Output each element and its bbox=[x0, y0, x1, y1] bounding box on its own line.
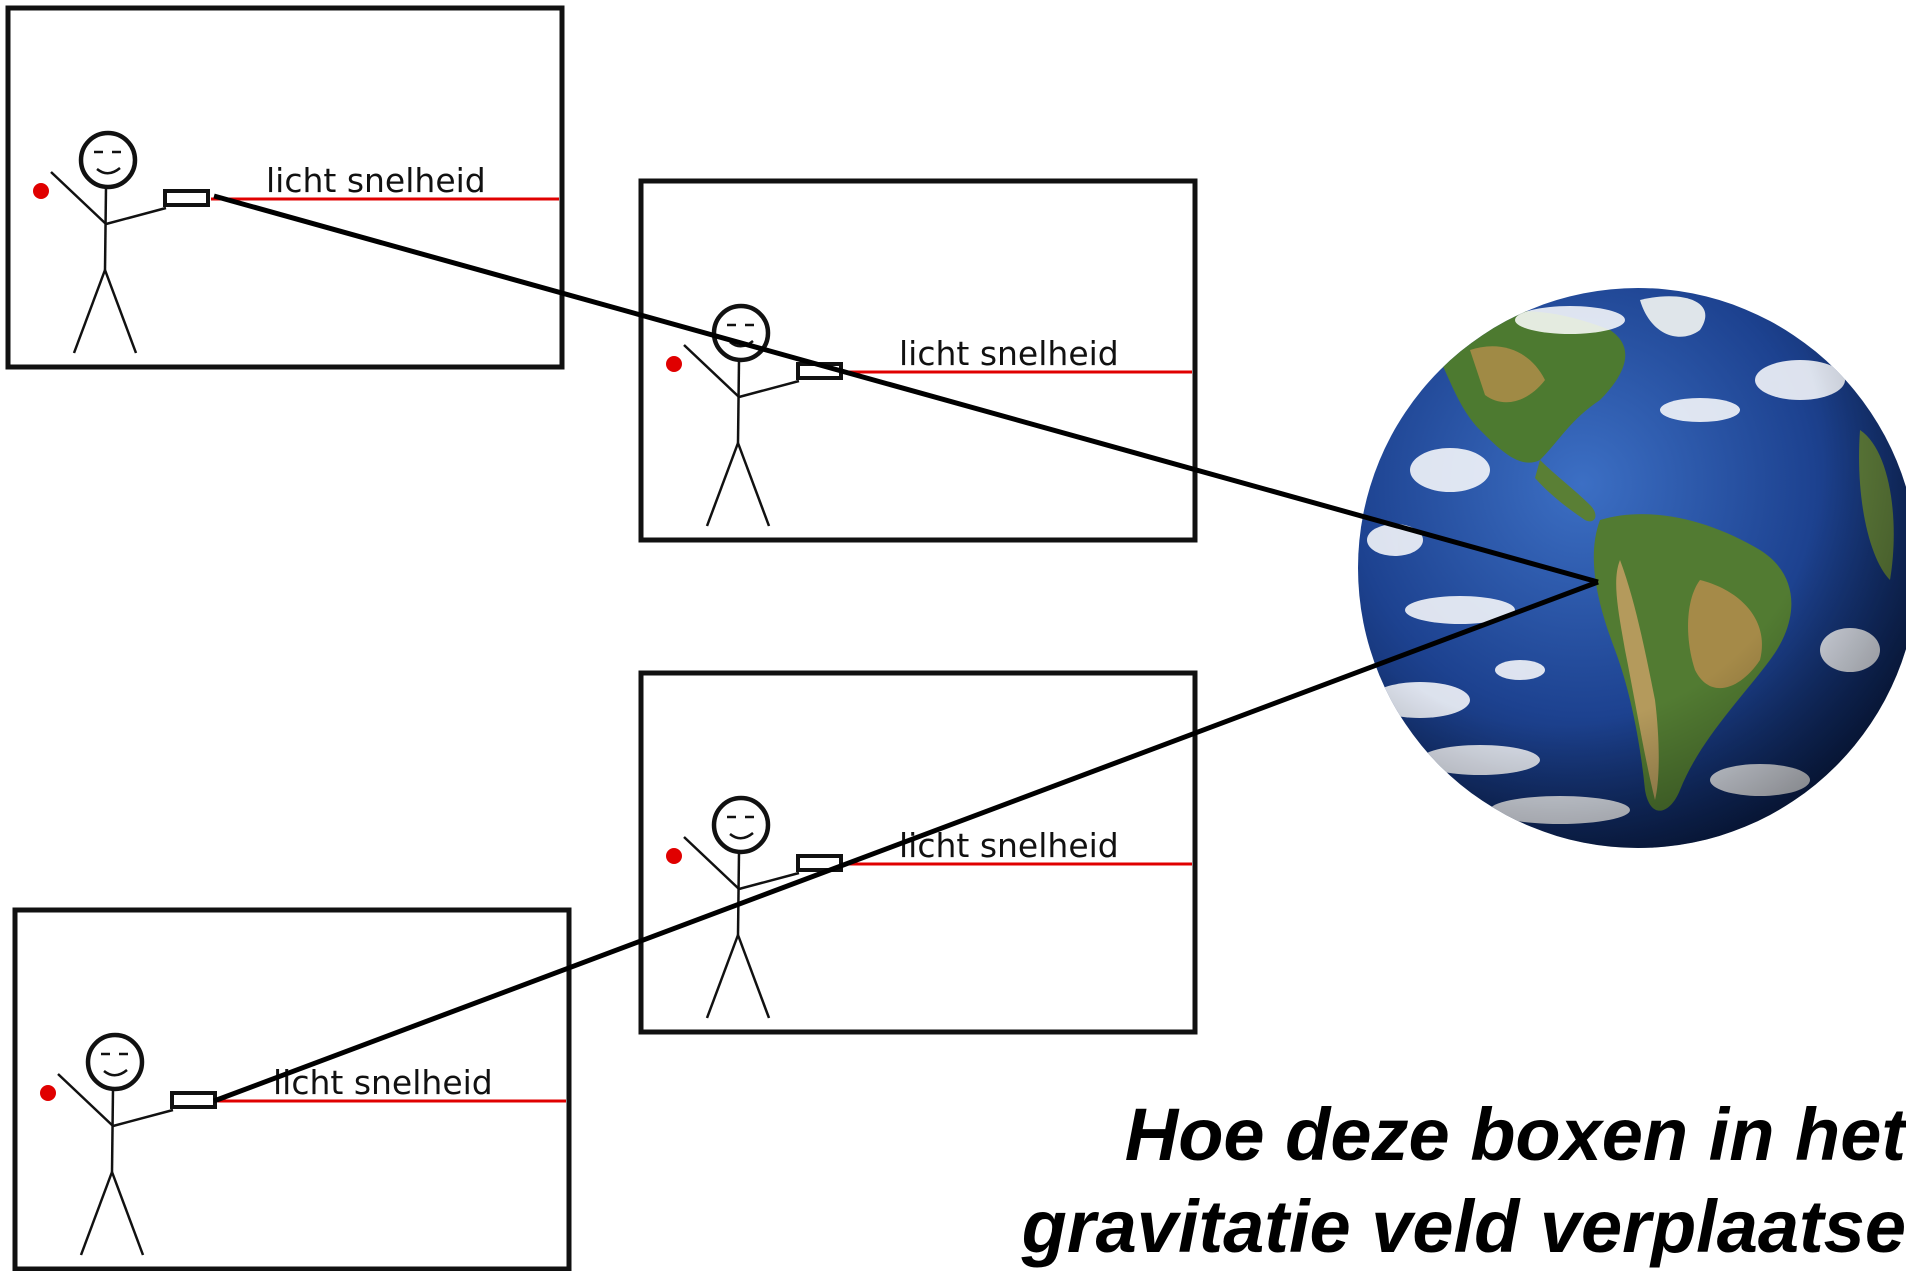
caption-line-1: Hoe deze boxen in het bbox=[1124, 1093, 1906, 1176]
stick-figure-icon bbox=[683, 303, 800, 527]
light-speed-label: licht snelheid bbox=[266, 161, 486, 200]
stick-figure-icon bbox=[50, 130, 167, 354]
light-speed-label: licht snelheid bbox=[273, 1063, 493, 1102]
light-speed-label: licht snelheid bbox=[899, 334, 1119, 373]
red-dot bbox=[666, 356, 682, 372]
stick-figure-icon bbox=[683, 795, 800, 1019]
box-3: licht snelheid bbox=[638, 670, 1198, 1035]
gravity-line-top bbox=[213, 193, 1599, 585]
box-frame bbox=[638, 178, 1198, 543]
box-frame bbox=[638, 670, 1198, 1035]
flashlight-icon bbox=[796, 854, 843, 872]
earth-globe-icon bbox=[1358, 288, 1906, 848]
gravity-line-bottom bbox=[213, 579, 1599, 1104]
stick-figure-icon bbox=[57, 1032, 174, 1256]
box-4: licht snelheid bbox=[12, 907, 572, 1271]
box-frame bbox=[5, 5, 565, 370]
flashlight-icon bbox=[163, 189, 210, 207]
red-dot bbox=[666, 848, 682, 864]
red-dot bbox=[40, 1085, 56, 1101]
box-frame bbox=[12, 907, 572, 1271]
box-1: licht snelheid bbox=[5, 5, 565, 370]
red-dot bbox=[33, 183, 49, 199]
flashlight-icon bbox=[170, 1091, 217, 1109]
caption-line-2: gravitatie veld verplaatse bbox=[1021, 1185, 1906, 1268]
box-2: licht snelheid bbox=[638, 178, 1198, 543]
